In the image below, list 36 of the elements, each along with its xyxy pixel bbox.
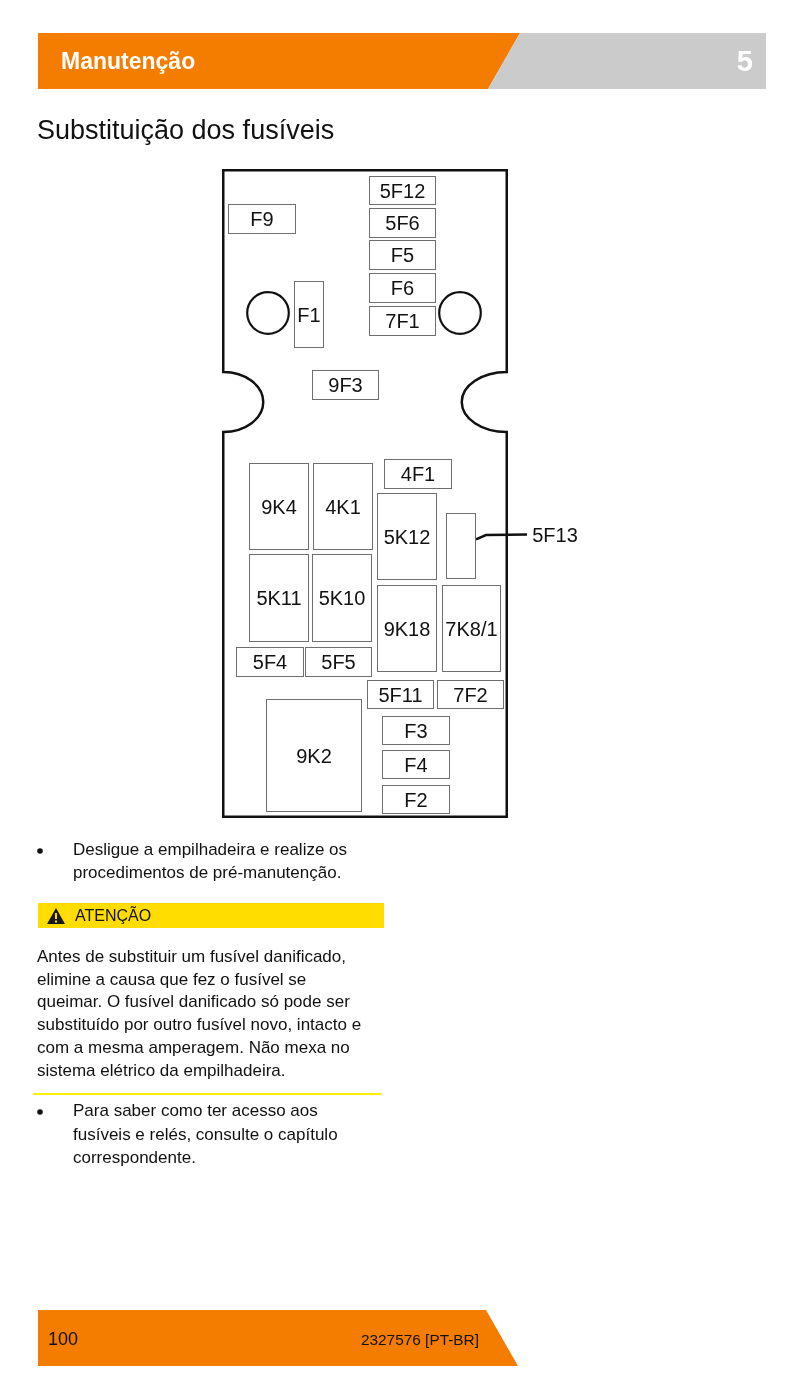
fuse-slot: 5F4 (236, 647, 304, 677)
fuse-slot: 5F5 (305, 647, 372, 677)
fuse-slot: F4 (382, 750, 450, 779)
document-number: 2327576 [PT-BR] (360, 1330, 479, 1349)
leader-line (475, 533, 527, 541)
fuse-slot: 7F1 (369, 306, 436, 336)
relay-slot: 7K8/1 (442, 585, 501, 672)
warning-heading: ATENÇÃO (75, 906, 152, 925)
callout-label: 5F13 (529, 523, 581, 547)
fuse-slot: 5F6 (369, 208, 436, 238)
fuse-slot: 7F2 (437, 680, 504, 709)
relay-slot: 9K18 (377, 585, 437, 672)
fuse-slot: 5F12 (369, 176, 436, 205)
relay-slot: 9K4 (249, 463, 309, 550)
fuse-slot: 5F11 (367, 680, 434, 709)
fuse-slot (446, 513, 476, 579)
relay-slot: 4K1 (313, 463, 373, 550)
warning-text: Antes de substituir um fusível danificado, elimine a causa que fez o fusível se queimar. O fusível danificado só pode ser substituído por outro fusível novo, intacto e com a mesma amperagem. Não mexa no sistema elétrico da empilhadeira. (37, 946, 363, 1082)
relay-slot: 5K12 (377, 493, 437, 580)
fuse-slot: F6 (369, 273, 436, 303)
fuse-slot: F2 (382, 785, 450, 814)
fuse-board (222, 169, 508, 818)
fuse-slot: F3 (382, 716, 450, 745)
relay-slot: 5K11 (249, 554, 309, 642)
fuse-slot: F1 (294, 281, 324, 348)
relay-slot: 5K10 (312, 554, 372, 642)
fuse-slot: 4F1 (384, 459, 452, 489)
fuse-slot: F5 (369, 240, 436, 270)
bullet-text: Para saber como ter acesso aos fusíveis e relés, consulte o capítulo correspondente. (73, 1100, 339, 1169)
bullet-text: Desligue a empilhadeira e realize os procedimentos de pré-manutenção. (73, 839, 349, 884)
page-title: Substituição dos fusíveis (37, 114, 335, 147)
fuse-slot: F9 (228, 204, 296, 234)
page-number: 100 (48, 1328, 79, 1350)
section-title: Manutenção (61, 47, 196, 75)
relay-slot: 9K2 (266, 699, 362, 812)
fuse-slot: 9F3 (312, 370, 379, 400)
